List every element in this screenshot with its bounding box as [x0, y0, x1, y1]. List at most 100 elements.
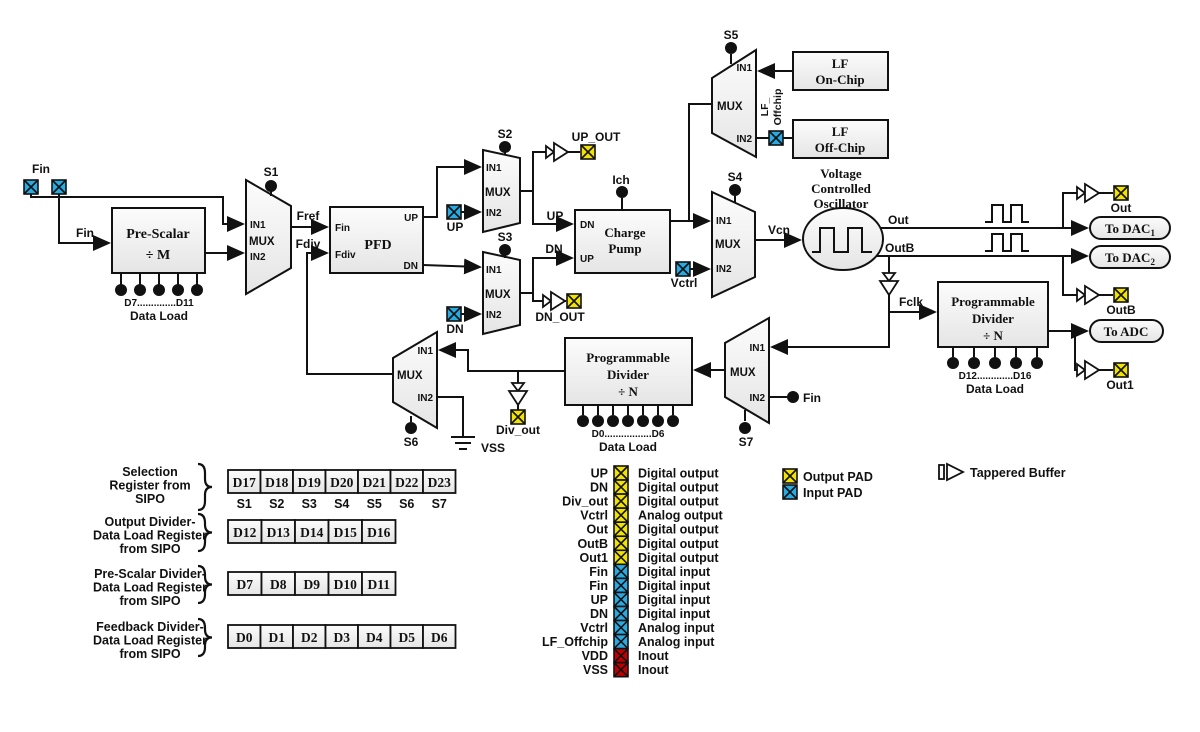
pad-legend-type: Digital input: [638, 565, 711, 579]
square-wave-glyph: [985, 233, 1029, 252]
output-pad-dn-out: [566, 293, 582, 309]
register-cell-label: D5: [399, 630, 416, 645]
register-cell-label: D4: [366, 630, 383, 645]
fref-label: Fref: [297, 209, 321, 223]
pad-legend-name: LF_Offchip: [542, 635, 608, 649]
vco-l1: Voltage: [820, 166, 862, 181]
s4-label: MUX: [715, 239, 741, 251]
register-cell-label: D20: [330, 475, 353, 490]
register-title-line: Pre-Scalar Divider-: [94, 567, 206, 581]
pad-legend-type: Digital output: [638, 481, 719, 495]
vco-waveform: [812, 227, 872, 253]
pd-right-l2: Divider: [972, 311, 1014, 326]
pad-legend-type: Analog input: [638, 635, 715, 649]
s1-mux: IN1 MUX IN2 S1: [245, 165, 292, 296]
register-cell-label: D8: [270, 577, 287, 592]
register-cell-label: D12: [233, 525, 256, 540]
s5-in2: IN2: [736, 134, 752, 145]
register-cell-label: D0: [236, 630, 253, 645]
s5-mux: IN1 MUX IN2 S5: [711, 28, 757, 159]
ich-label: Ich: [612, 173, 629, 187]
register-cell-label: D6: [431, 630, 448, 645]
pd-center-l3: ÷ N: [618, 384, 638, 399]
lf-vert-2: Offchip: [772, 89, 784, 126]
register-title-line: from SIPO: [119, 542, 180, 556]
s6-label: MUX: [397, 370, 423, 382]
pd-right-dataload-range: D12.............D16: [959, 371, 1032, 382]
output-pad-key-icon: [782, 468, 798, 484]
pd-center-l2: Divider: [607, 367, 649, 382]
pad-legend-type: Digital output: [638, 523, 719, 537]
s2-in2: IN2: [486, 208, 502, 219]
register-select-label: S7: [432, 497, 447, 511]
output-pad-icon: [613, 521, 629, 538]
s6-in1: IN1: [417, 346, 433, 357]
input-pad-fin-1: [23, 179, 39, 195]
charge-pump-title1: Charge: [604, 225, 645, 240]
s3-label: MUX: [485, 289, 511, 301]
input-pad-icon: [613, 605, 629, 622]
lf-onchip-block: LF On-Chip: [792, 51, 889, 91]
input-pad-up: [446, 204, 462, 220]
register-cell: [422, 624, 457, 649]
register-title-line: Data Load Register: [93, 529, 207, 543]
fin-top-label: Fin: [32, 162, 50, 176]
to-dac1-text: To DAC: [1105, 221, 1150, 236]
prescalar-data-pins: [115, 273, 203, 296]
output-pad-icon: [613, 465, 629, 481]
register-select-label: S5: [367, 497, 382, 511]
div-out-label: Div_out: [496, 423, 540, 437]
to-dac2-text: To DAC: [1105, 250, 1150, 265]
register-cell-label: D17: [233, 475, 256, 490]
input-pad-icon: [613, 633, 629, 650]
pad-legend-name: OutB: [577, 537, 608, 551]
signal-labels: Fin Fin Fref Fdiv UP DN UP DN UP_OUT DN_…: [32, 130, 1136, 455]
output-pad-icon: [613, 493, 629, 509]
pd-right-dataload-label: Data Load: [966, 382, 1024, 396]
to-dac2: To DAC2: [1089, 245, 1171, 269]
register-brace: [197, 462, 213, 512]
lf-offchip-l2: Off-Chip: [815, 140, 866, 155]
register-cell-label: D14: [300, 525, 323, 540]
register-brace: [197, 512, 213, 553]
vco-l3: Oscillator: [814, 196, 869, 211]
s4-mux: IN1 MUX IN2 S4: [711, 170, 756, 299]
pad-legend-name: Div_out: [562, 495, 609, 509]
s1-select-label: S1: [264, 165, 279, 179]
register-brace: [197, 564, 213, 605]
pad-legend-type: Digital input: [638, 593, 711, 607]
s5-label: MUX: [717, 101, 743, 113]
register-cell-label: D2: [301, 630, 318, 645]
register-cell-label: D10: [334, 577, 357, 592]
prescalar-title: Pre-Scalar: [126, 227, 190, 242]
output-pad-icon: [613, 507, 629, 523]
dn-wire-label: DN: [545, 242, 562, 256]
s6-select-label: S6: [404, 435, 419, 449]
s7-label: MUX: [730, 367, 756, 379]
register-title-line: SIPO: [135, 492, 165, 506]
pad-legend-row: LF_Offchip Analog input: [542, 633, 715, 650]
register-title-line: Register from: [109, 479, 190, 493]
s3-in1: IN1: [486, 265, 502, 276]
register-title-line: Feedback Divider-: [96, 620, 204, 634]
vcn-label: Vcn: [768, 223, 790, 237]
s7-in1: IN1: [749, 343, 765, 354]
fin-terminal-s7: [787, 391, 799, 403]
up-out-label: UP_OUT: [572, 130, 621, 144]
s3-mux: IN1 MUX IN2 S3: [482, 230, 521, 336]
pfd-pin-fin: Fin: [335, 223, 350, 234]
register-cell-label: D15: [334, 525, 357, 540]
lf-offchip-l1: LF: [832, 124, 849, 139]
s5-in1: IN1: [736, 63, 752, 74]
register-cell: [422, 469, 457, 494]
register-cell-label: D9: [304, 577, 321, 592]
